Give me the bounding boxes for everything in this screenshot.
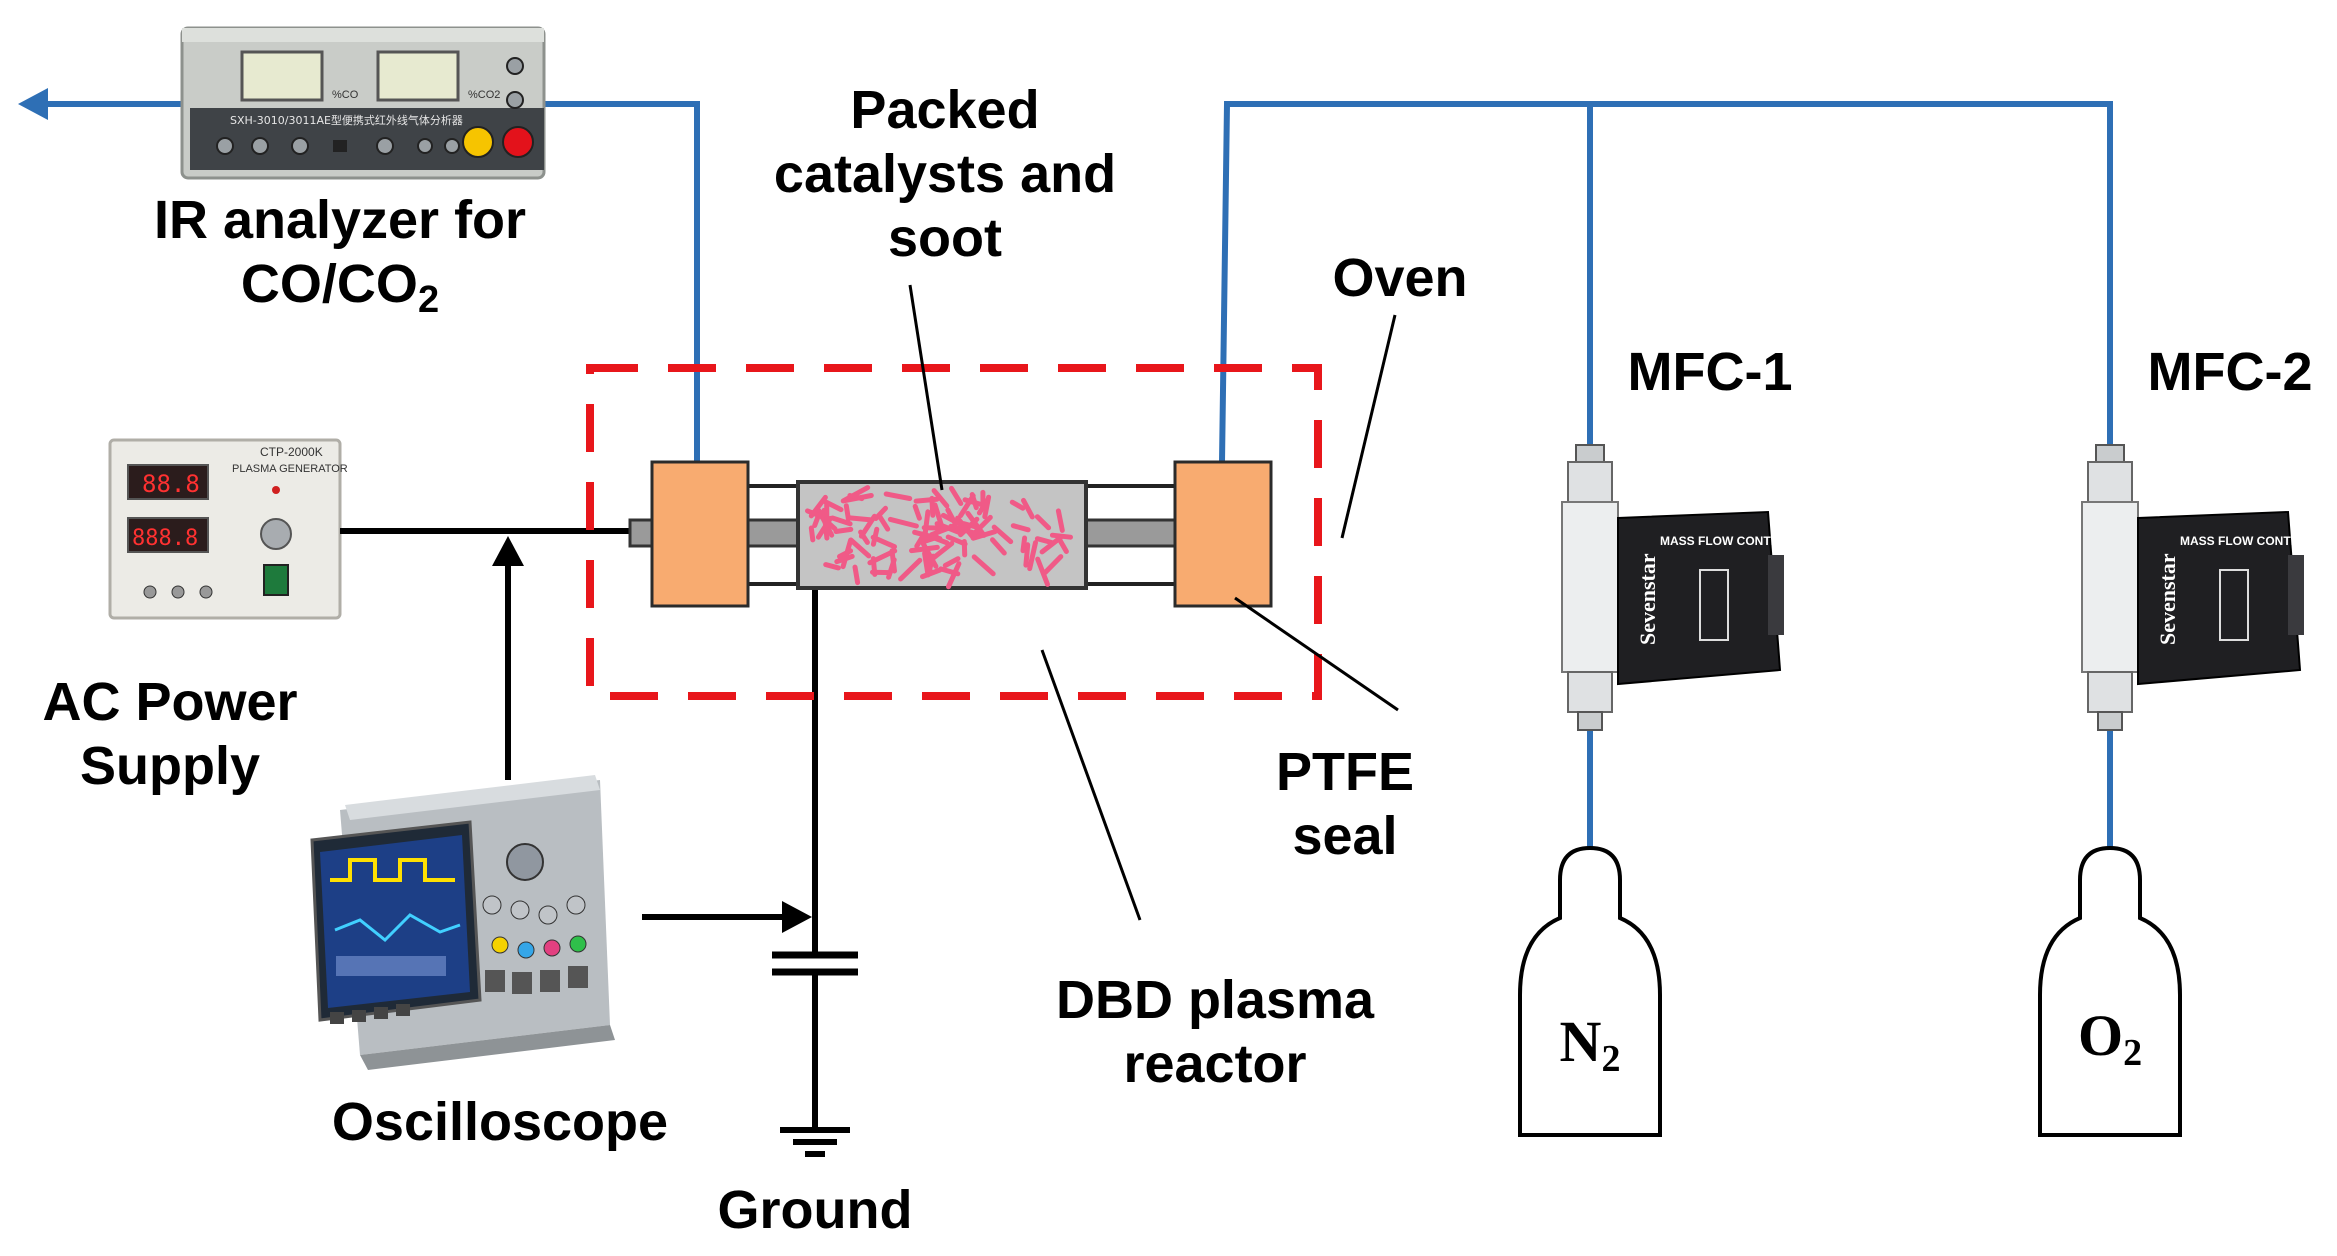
ptfe-seal-line1: PTFE — [1240, 740, 1450, 804]
power-switch-icon — [264, 565, 288, 595]
catalyst-particle — [811, 528, 813, 540]
power-title-text: PLASMA GENERATOR — [232, 463, 348, 475]
oscilloscope-device — [312, 775, 615, 1070]
ptfe-seal-line2: seal — [1240, 804, 1450, 868]
catalyst-particle — [826, 565, 839, 568]
catalyst-particle — [912, 547, 938, 550]
catalyst-particle — [873, 529, 876, 544]
catalyst-particle — [1023, 538, 1025, 551]
ptfe-seal-right — [1175, 462, 1271, 606]
probe-arrow-hv — [492, 536, 524, 780]
catalyst-particle — [932, 498, 933, 515]
yellow-button-icon — [463, 127, 493, 157]
n2-subscript: 2 — [1601, 1038, 1620, 1080]
ground-label: Ground — [660, 1178, 970, 1242]
ac-power-supply-label: AC Power Supply — [0, 670, 340, 798]
packed-catalysts-line3: soot — [730, 206, 1160, 270]
power-model-text: CTP-2000K — [260, 445, 323, 459]
o2-label: O2 — [2040, 1004, 2180, 1075]
mfc2-device: MASS FLOW CONTROLLER Sevenstar — [2082, 445, 2337, 730]
pointer-catalysts — [910, 285, 942, 490]
analyzer-model-text: SXH-3010/3011AE型便携式红外线气体分析器 — [230, 113, 463, 127]
ir-analyzer-device: %CO %CO2 SXH-3010/3011AE型便携式红外线气体分析器 — [182, 28, 544, 178]
ptfe-seal-label: PTFE seal — [1240, 740, 1450, 868]
n2-symbol: N — [1560, 1009, 1602, 1074]
analyzer-co-label: %CO — [332, 89, 359, 101]
catalyst-particle — [855, 567, 858, 583]
mfc1-title-text: MASS FLOW CONTROLLER — [1660, 534, 1820, 548]
mfc2-label: MFC-2 — [2130, 340, 2330, 404]
packed-catalysts-label: Packed catalysts and soot — [730, 78, 1160, 270]
ir-analyzer-formula: CO/CO — [241, 254, 418, 314]
dbd-reactor-line1: DBD plasma — [1000, 968, 1430, 1032]
ir-analyzer-label: IR analyzer for CO/CO2 — [110, 188, 570, 322]
analyzer-co2-label: %CO2 — [468, 89, 500, 101]
exhaust-arrow — [18, 88, 190, 120]
power-voltage-reading: 88.8 — [142, 470, 200, 498]
probe-arrow-ground — [642, 901, 812, 933]
mfc2-brand-text: Sevenstar — [2155, 553, 2180, 645]
packed-catalysts-line1: Packed — [730, 78, 1160, 142]
oscilloscope-label: Oscilloscope — [270, 1090, 730, 1154]
red-button-icon — [503, 127, 533, 157]
o2-symbol: O — [2078, 1003, 2123, 1068]
catalyst-particle — [836, 529, 851, 531]
mfc1-device: MASS FLOW CONTROLLER Sevenstar — [1562, 445, 1820, 730]
catalyst-particle — [925, 512, 928, 538]
mfc2-title-text: MASS FLOW CONTROLLER — [2180, 534, 2337, 548]
packed-catalysts-line2: catalysts and — [730, 142, 1160, 206]
pointer-dbd — [1042, 650, 1140, 920]
n2-cylinder — [1520, 848, 1660, 1135]
mfc1-brand-text: Sevenstar — [1635, 553, 1660, 645]
ir-analyzer-label-line1: IR analyzer for — [110, 188, 570, 252]
ptfe-seal-left — [652, 462, 748, 606]
capacitor-icon — [772, 955, 858, 972]
ir-analyzer-label-line2: CO/CO2 — [110, 252, 570, 322]
ac-power-supply-device: CTP-2000K PLASMA GENERATOR 88.8 888.8 — [110, 440, 348, 618]
ac-power-supply-line2: Supply — [0, 734, 340, 798]
dbd-reactor — [630, 462, 1271, 606]
power-current-reading: 888.8 — [132, 526, 198, 551]
mfc1-label: MFC-1 — [1610, 340, 1810, 404]
oscilloscope-screen — [320, 835, 470, 1008]
ground-symbol-icon — [780, 1130, 850, 1154]
oven-label: Oven — [1300, 246, 1500, 310]
o2-cylinder — [2040, 848, 2180, 1135]
o2-subscript: 2 — [2123, 1032, 2142, 1074]
catalyst-particle — [892, 551, 895, 571]
ir-analyzer-formula-sub: 2 — [418, 279, 439, 321]
pointer-oven — [1342, 315, 1395, 538]
catalyst-particle — [928, 558, 931, 571]
catalyst-particle — [850, 518, 872, 520]
power-knob-icon — [261, 519, 291, 549]
dbd-reactor-line2: reactor — [1000, 1032, 1430, 1096]
catalyst-particle — [1026, 545, 1028, 565]
n2-label: N2 — [1520, 1010, 1660, 1081]
dbd-reactor-label: DBD plasma reactor — [1000, 968, 1430, 1096]
ac-power-supply-line1: AC Power — [0, 670, 340, 734]
co2-display — [378, 52, 458, 100]
co-display — [242, 52, 322, 100]
